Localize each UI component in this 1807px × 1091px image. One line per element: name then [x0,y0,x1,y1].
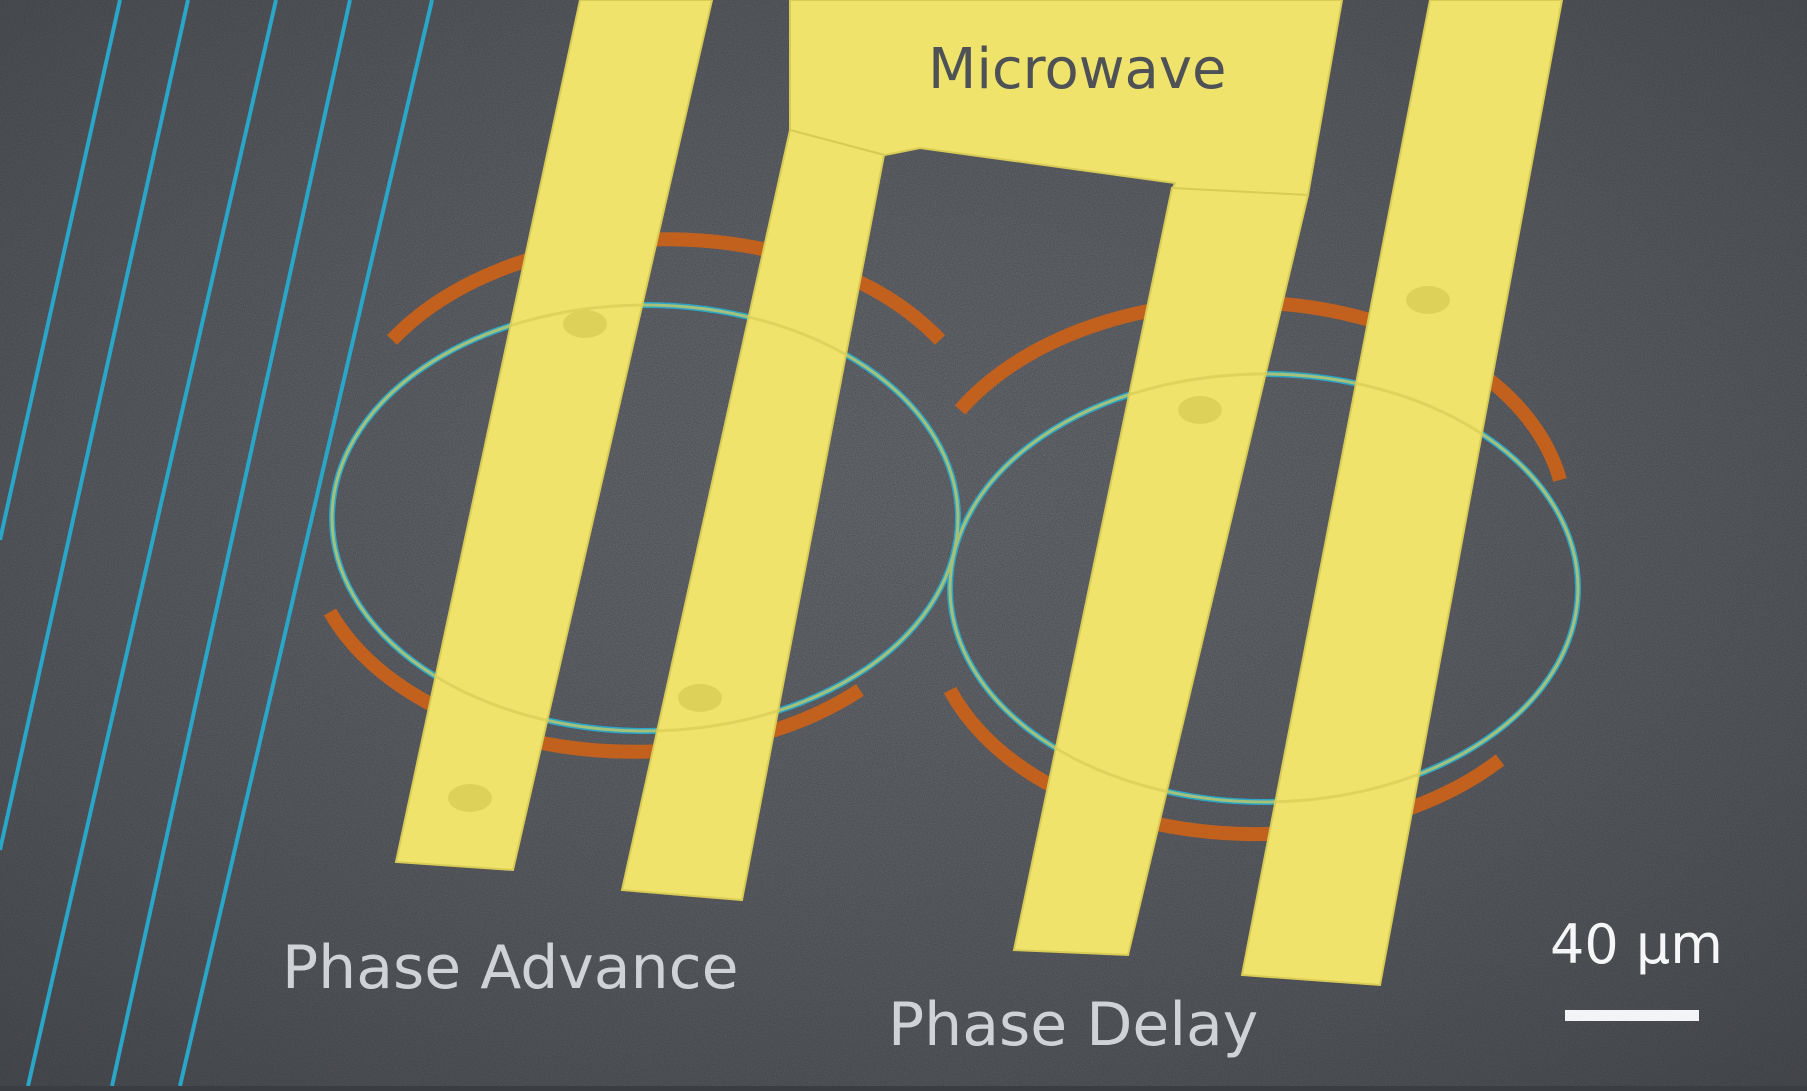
microwave-label: Microwave [928,37,1227,102]
heater-arc [386,232,946,345]
scale-bar-label: 40 µm [1550,913,1723,976]
heater-arc [954,295,1567,482]
contact-dot [678,684,722,712]
waveguide-line [110,0,352,1087]
heater-arc [943,686,1505,842]
heater-arc [323,608,864,759]
waveguide-line [26,0,278,1087]
waveguide-line [0,0,122,541]
ring-overlay-left [330,303,960,733]
phase-advance-label: Phase Advance [282,933,739,1003]
electrode-delay-outer [1240,0,1564,987]
ring-overlay-right [948,372,1580,804]
bus-waveguides [0,0,434,1087]
electrode-advance-outer [394,0,714,872]
contact-dot [1406,286,1450,314]
waveguide-line [178,0,434,1087]
ring-overlay [330,303,1580,804]
contact-pads [448,286,1450,812]
waveguide-line [0,0,190,851]
contact-dot [1178,396,1222,424]
contact-dot [563,310,607,338]
scale-bar [1565,1010,1699,1021]
phase-delay-label: Phase Delay [888,990,1259,1060]
electrode-signal-right-leg [1012,186,1310,957]
contact-dot [448,784,492,812]
heater-arcs [323,232,1567,842]
